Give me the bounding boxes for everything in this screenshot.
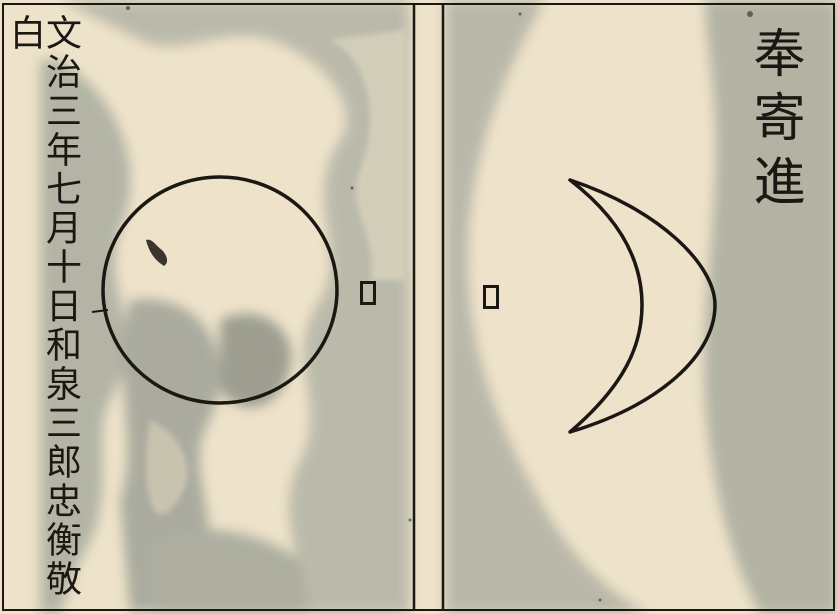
dedication-title: 奉寄進 [748, 26, 800, 218]
date-author-inscription: 文治三年七月十日和泉三郎忠衡敬白 [6, 14, 78, 614]
left-page-marker [360, 281, 376, 305]
right-page-marker [483, 285, 499, 309]
